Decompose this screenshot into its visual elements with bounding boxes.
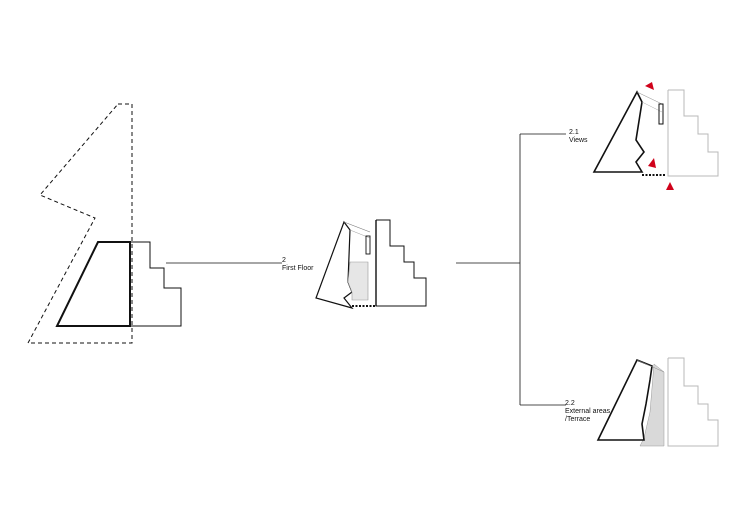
external-title-line2: /Terrace xyxy=(565,416,591,423)
first-floor-title: First Floor xyxy=(282,265,314,272)
first-floor-plan xyxy=(315,219,427,310)
wedge-building-outline xyxy=(55,241,131,327)
external-plan xyxy=(596,357,719,447)
ff-roof-line xyxy=(343,221,371,233)
external-title-line1: External areas xyxy=(565,408,611,415)
external-stepped-outline xyxy=(667,357,719,447)
views-wedge-outline xyxy=(592,90,645,173)
views-title: Views xyxy=(569,137,588,144)
ff-small-window xyxy=(365,235,371,255)
views-sight-line-1 xyxy=(636,91,663,105)
view-arrow-icon-bottom xyxy=(666,182,674,190)
first-floor-number: 2 xyxy=(282,257,286,264)
node-label-first-floor: 2 First Floor xyxy=(282,257,314,273)
site-plan xyxy=(27,103,182,344)
views-stepped-outline xyxy=(667,89,719,177)
ff-roof-line-2 xyxy=(349,229,371,239)
terrace-shaded-area xyxy=(639,363,665,447)
views-number: 2.1 xyxy=(569,129,579,136)
ff-inner-shade xyxy=(347,261,369,301)
ff-wedge-outline xyxy=(315,220,354,310)
ff-stepped-outline xyxy=(375,219,427,307)
external-number: 2.2 xyxy=(565,400,575,407)
node-label-views: 2.1 Views xyxy=(569,129,588,145)
views-window xyxy=(658,103,664,125)
external-wedge-outline xyxy=(596,358,653,441)
view-arrow-icon-top xyxy=(645,82,654,90)
node-label-external: 2.2 External areas /Terrace xyxy=(565,400,610,424)
stepped-building-outline xyxy=(130,241,182,327)
external-roof-line xyxy=(636,359,665,373)
site-boundary-dashed xyxy=(27,103,133,344)
view-arrow-icon-mid xyxy=(648,158,656,168)
views-plan xyxy=(592,82,719,190)
